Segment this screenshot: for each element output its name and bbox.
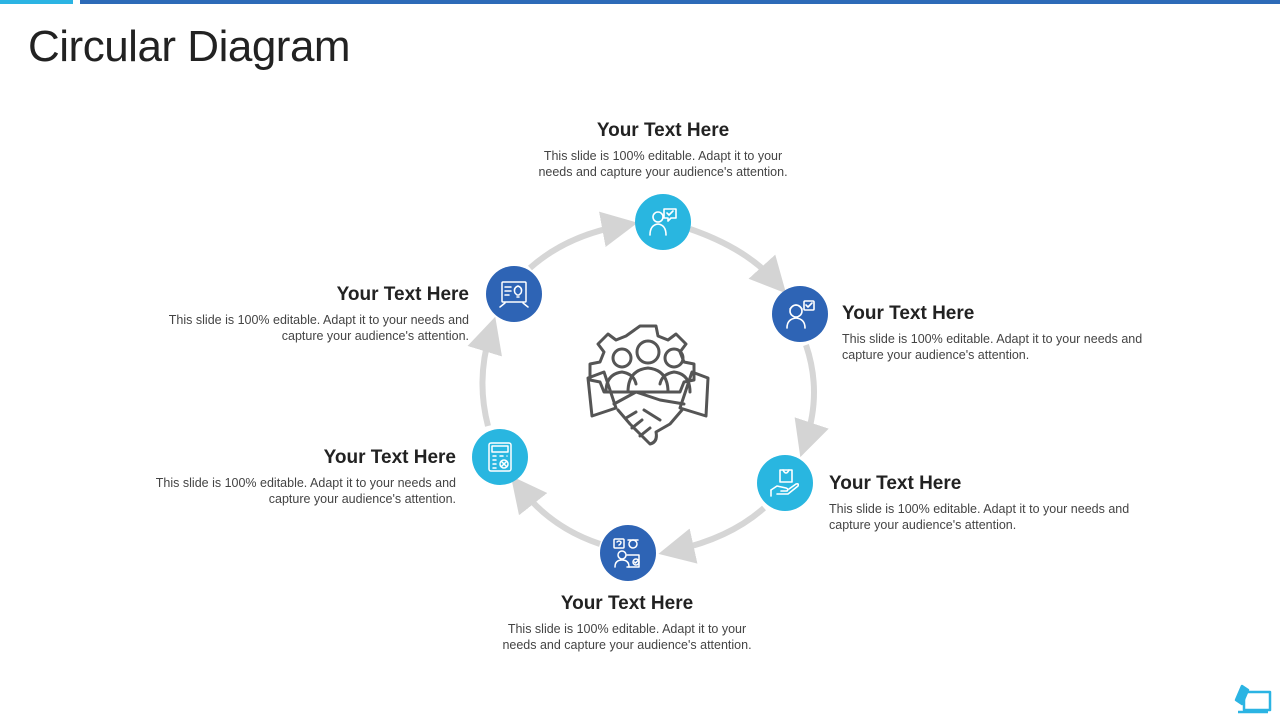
step-node-2 [772,286,828,342]
step-body: This slide is 100% editable. Adapt it to… [168,313,469,343]
cycle-arrow-3 [658,505,766,564]
page-title: Circular Diagram [28,22,351,71]
top-accent-bar-right [80,0,1280,4]
cycle-arrow-1 [689,226,787,294]
step-node-3 [757,455,813,511]
handshake-gear-team-icon [586,324,710,446]
cycle-arrow-5 [467,316,502,427]
step-text-2: Your Text Here This slide is 100% editab… [842,303,1172,363]
step-node-4 [600,525,656,581]
step-heading: Your Text Here [842,303,975,324]
cycle-arrow-4 [510,475,601,547]
step-body: This slide is 100% editable. Adapt it to… [842,332,1143,362]
step-heading: Your Text Here [323,447,456,468]
step-body: This slide is 100% editable. Adapt it to… [538,149,788,179]
brand-logo-icon [1234,684,1272,714]
step-text-3: Your Text Here This slide is 100% editab… [829,473,1159,533]
step-heading: Your Text Here [829,473,962,494]
step-heading: Your Text Here [560,593,694,614]
step-text-1: Your Text Here This slide is 100% editab… [503,120,823,180]
step-heading: Your Text Here [596,120,730,141]
step-node-6 [486,266,542,322]
top-accent-bar-left [0,0,73,4]
step-body: This slide is 100% editable. Adapt it to… [502,622,752,652]
step-heading: Your Text Here [336,284,469,305]
step-body: This slide is 100% editable. Adapt it to… [829,502,1130,532]
step-body: This slide is 100% editable. Adapt it to… [155,476,456,506]
calculator-icon [488,442,512,472]
cycle-arrow-6 [528,211,638,271]
step-text-4: Your Text Here This slide is 100% editab… [467,593,787,653]
step-node-1 [635,194,691,250]
team-question-icon [613,538,640,568]
step-text-6: Your Text Here This slide is 100% editab… [139,284,469,344]
idea-board-icon [499,281,529,308]
step-text-5: Your Text Here This slide is 100% editab… [126,447,456,507]
cycle-arrow-2 [794,344,829,458]
person-approve-icon [786,300,815,329]
person-chat-icon [649,208,677,236]
hand-package-icon [770,469,800,497]
step-node-5 [472,429,528,485]
